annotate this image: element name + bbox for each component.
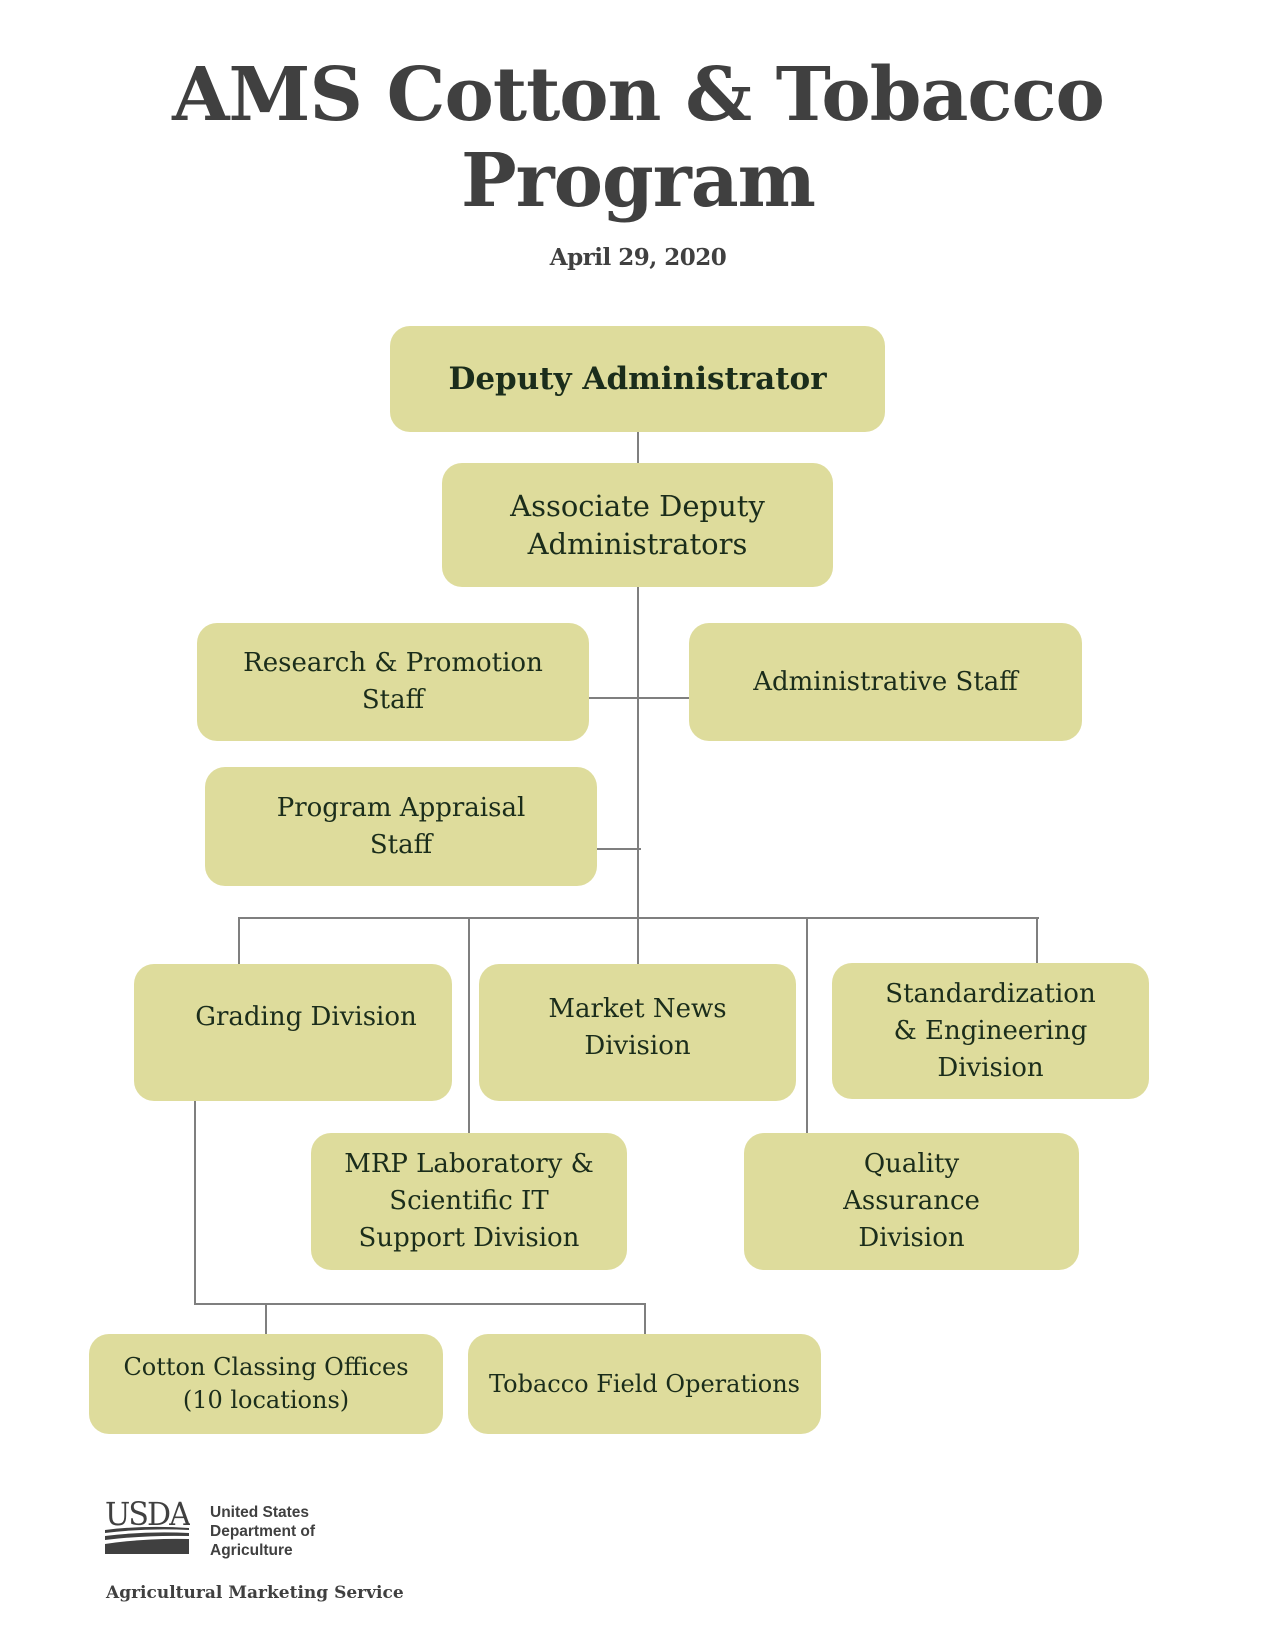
label-administrative-staff: Administrative Staff xyxy=(753,666,1018,697)
label-cotton-classing-offices: Cotton Classing Offices (10 locations) xyxy=(123,1353,409,1414)
connector-mrp xyxy=(468,917,470,1133)
usda-department-line-2: Department of xyxy=(210,1523,316,1540)
label-quality-assurance-division: Quality Assurance Division xyxy=(843,1149,980,1253)
usda-logo-stripe-1 xyxy=(105,1526,189,1533)
agency-name: Agricultural Marketing Service xyxy=(106,1583,404,1603)
label-market-news-division: Market News Division xyxy=(548,993,727,1061)
connector-quality-assurance xyxy=(806,917,808,1133)
usda-logo-stripe-2 xyxy=(105,1532,189,1540)
connector-staff-row xyxy=(589,697,689,699)
usda-department-line-3: Agriculture xyxy=(210,1542,293,1559)
label-mrp-laboratory-division: MRP Laboratory & Scientific IT Support D… xyxy=(344,1149,594,1253)
usda-department-line-1: United States xyxy=(210,1504,310,1521)
label-research-promotion-staff: Research & Promotion Staff xyxy=(243,648,543,715)
connector-tobacco xyxy=(644,1303,646,1334)
label-tobacco-field-operations: Tobacco Field Operations xyxy=(489,1369,800,1398)
box-mrp-laboratory-division: MRP Laboratory & Scientific IT Support D… xyxy=(311,1133,627,1270)
box-program-appraisal-staff: Program Appraisal Staff xyxy=(205,767,597,886)
label-associate-deputy-administrators: Associate Deputy Administrators xyxy=(510,489,765,561)
usda-department-name: United States Department of Agriculture xyxy=(210,1503,315,1560)
connector-cotton xyxy=(265,1303,267,1334)
usda-logo-field xyxy=(105,1538,189,1554)
box-standardization-engineering-division: Standardization & Engineering Division xyxy=(832,963,1149,1099)
box-cotton-classing-offices: Cotton Classing Offices (10 locations) xyxy=(89,1334,443,1434)
connector-deputy-to-associate xyxy=(637,432,639,463)
box-associate-deputy-administrators: Associate Deputy Administrators xyxy=(442,463,833,587)
label-grading-division: Grading Division xyxy=(195,1002,417,1032)
connector-standardization xyxy=(1036,917,1038,963)
box-grading-division: Grading Division xyxy=(134,964,452,1101)
label-program-appraisal-staff: Program Appraisal Staff xyxy=(276,792,526,860)
connector-grading-down xyxy=(194,1101,196,1304)
connector-program-appraisal xyxy=(597,848,641,850)
page-title-line-2: Program xyxy=(461,138,816,224)
box-research-promotion-staff: Research & Promotion Staff xyxy=(197,623,589,741)
box-quality-assurance-division: Quality Assurance Division xyxy=(744,1133,1079,1270)
connector-grading xyxy=(238,917,240,964)
usda-logo-wordmark: USDA xyxy=(105,1495,190,1533)
box-administrative-staff: Administrative Staff xyxy=(689,623,1082,741)
connector-field-bus xyxy=(194,1303,646,1305)
connector-market-news xyxy=(637,917,639,964)
box-tobacco-field-operations: Tobacco Field Operations xyxy=(468,1334,821,1434)
label-standardization-engineering-division: Standardization & Engineering Division xyxy=(885,978,1096,1083)
box-deputy-administrator: Deputy Administrator xyxy=(390,326,885,432)
connector-trunk xyxy=(637,587,639,919)
box-market-news-division: Market News Division xyxy=(479,964,796,1101)
label-deputy-administrator: Deputy Administrator xyxy=(448,361,827,397)
date-label: April 29, 2020 xyxy=(549,244,727,271)
usda-logo: USDA xyxy=(105,1495,190,1554)
page-title-line-1: AMS Cotton & Tobacco xyxy=(172,52,1105,138)
